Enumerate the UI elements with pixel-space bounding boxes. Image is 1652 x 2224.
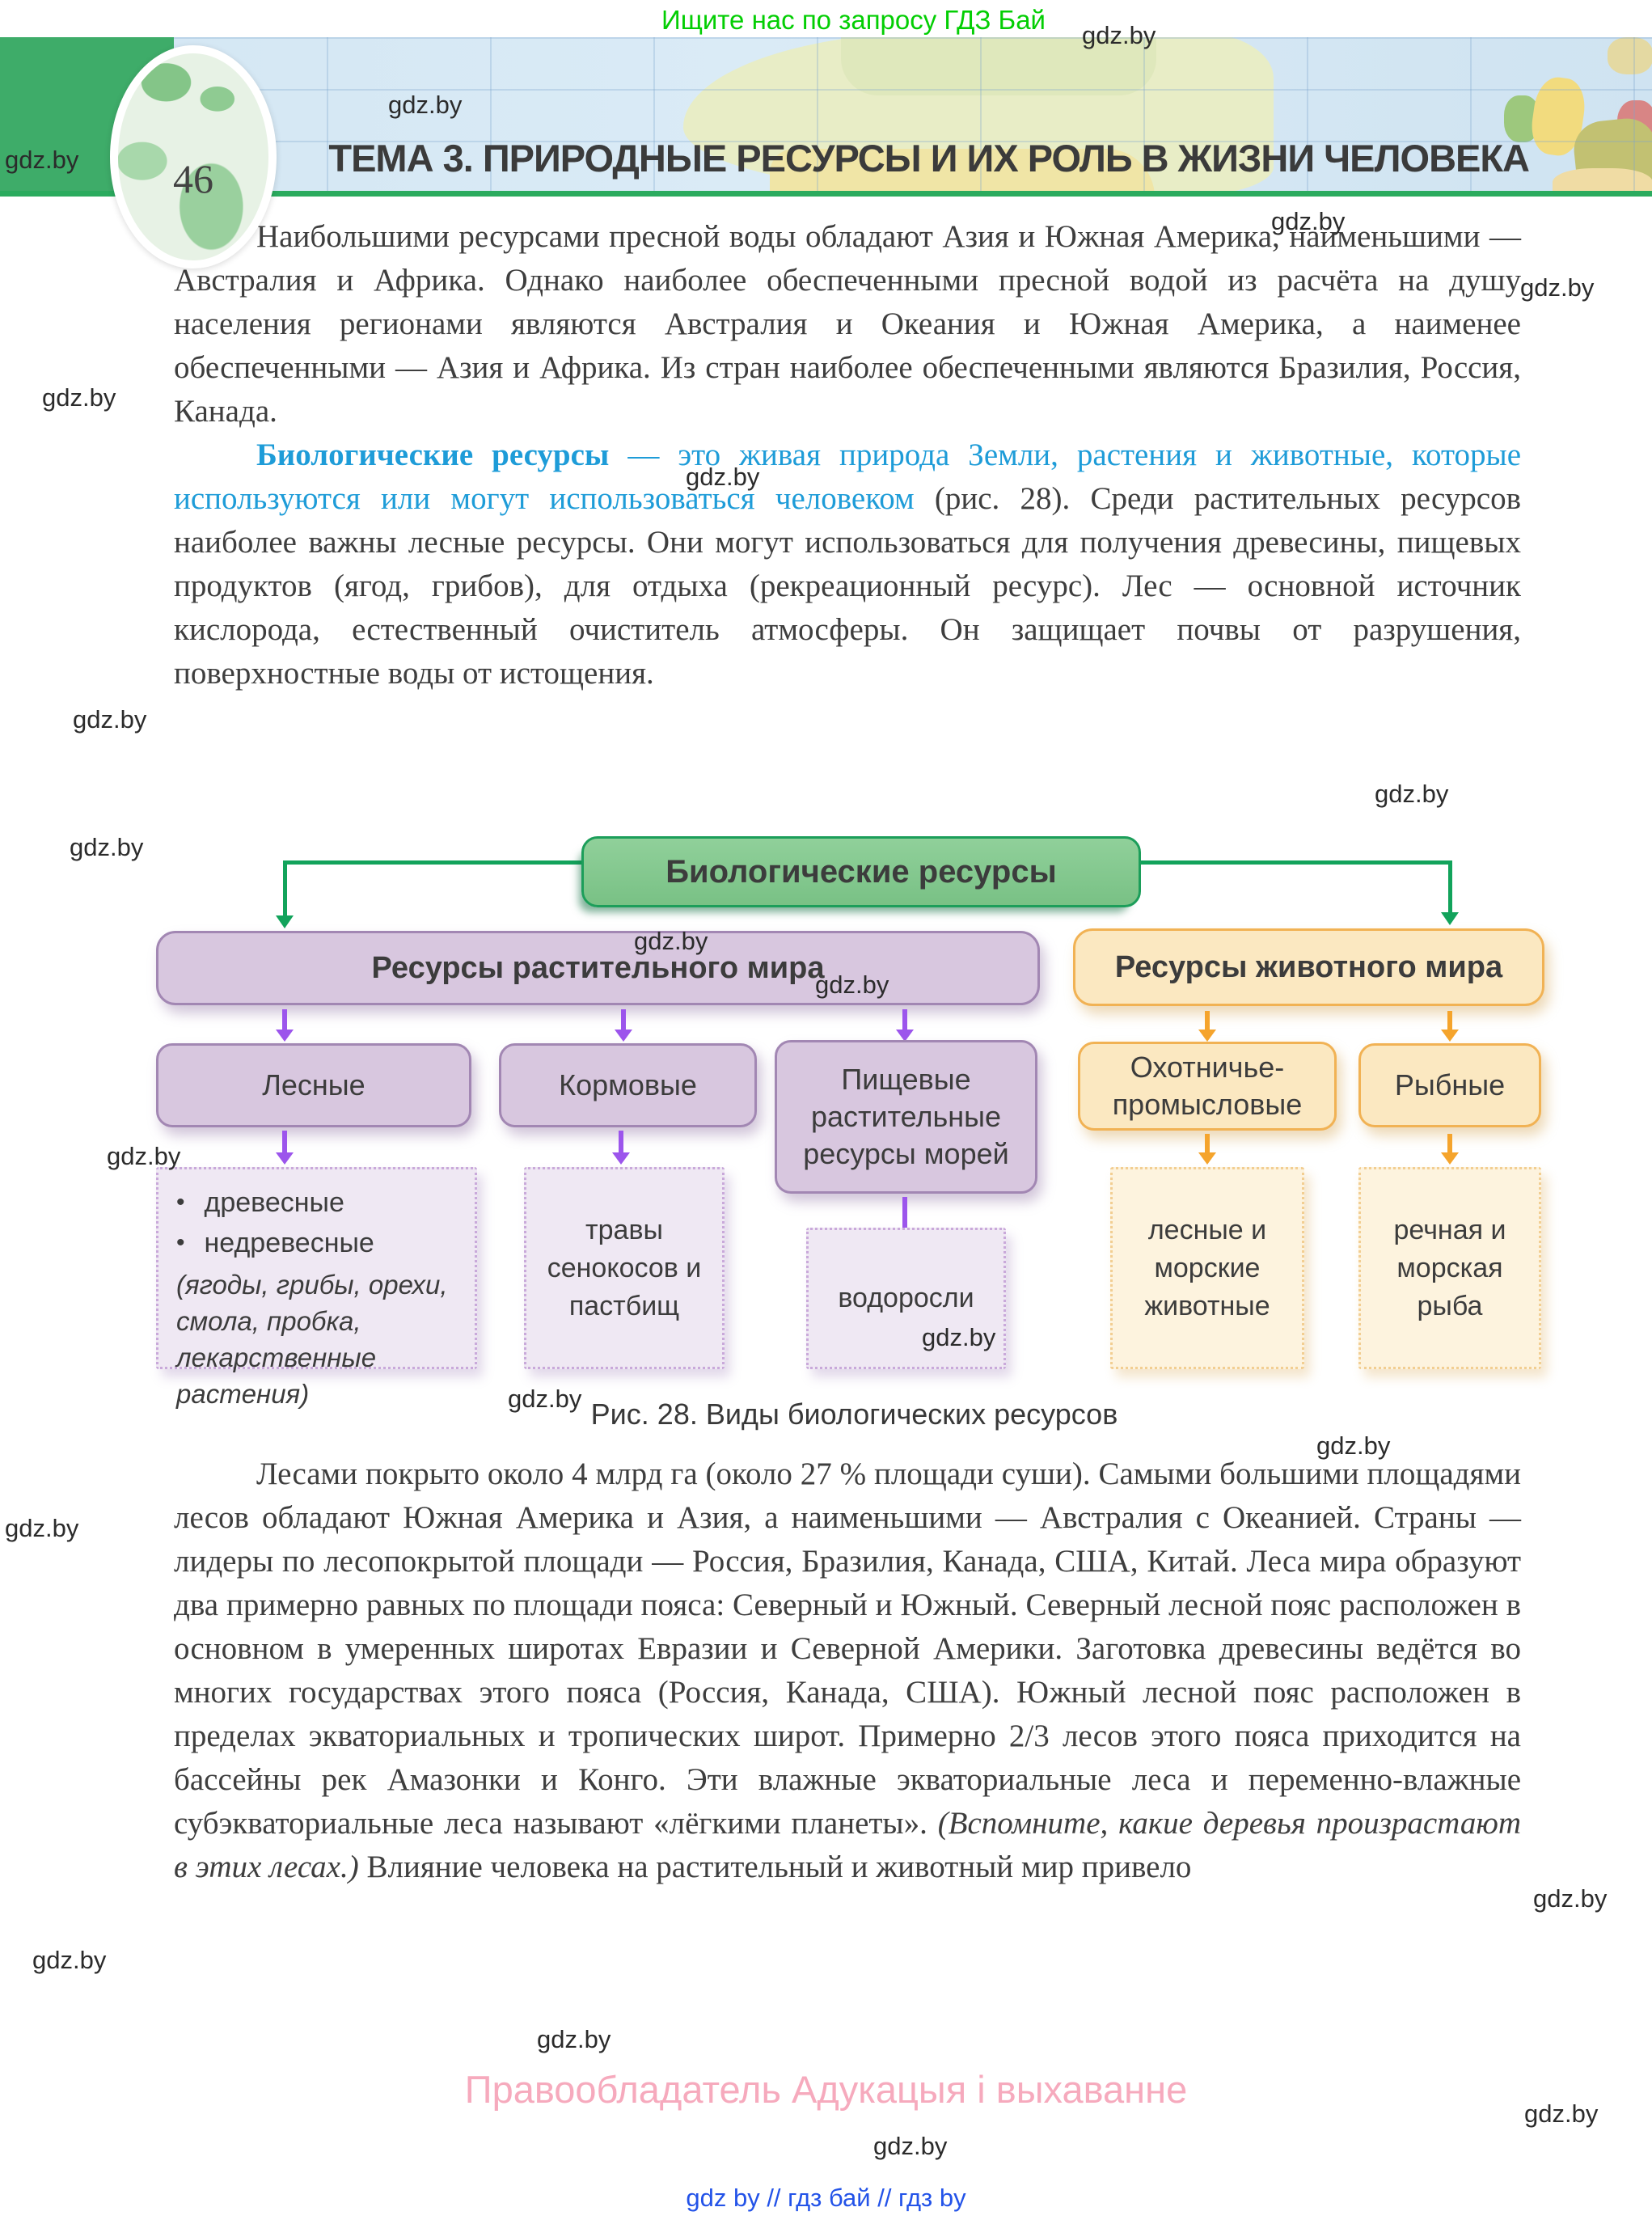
list-item: • древесные bbox=[176, 1182, 463, 1223]
arrow-down-icon bbox=[276, 915, 294, 928]
diagram-hunting-detail-box: лесные и морские животные bbox=[1110, 1167, 1304, 1369]
copyright-line: Правообладатель Адукацыя і выхаванне bbox=[464, 2068, 1188, 2111]
diagram-fish-detail-box: речная и морская рыба bbox=[1358, 1167, 1541, 1369]
diagram-root-box: Биологические ресурсы bbox=[581, 836, 1141, 907]
gdzby-watermark: gdz.by bbox=[1524, 2099, 1599, 2128]
arrow-down-icon bbox=[276, 1009, 294, 1042]
connector-line bbox=[283, 860, 287, 917]
gdzby-watermark: gdz.by bbox=[107, 1142, 181, 1170]
arrow-down-icon bbox=[1198, 1134, 1216, 1165]
diagram-fish-box: Рыбные bbox=[1358, 1043, 1541, 1127]
gdzby-watermark: gdz.by bbox=[686, 463, 760, 491]
gdzby-watermark: gdz.by bbox=[388, 91, 463, 119]
arrow-down-icon bbox=[1441, 912, 1459, 925]
diagram-root-label: Биологические ресурсы bbox=[665, 853, 1057, 890]
connector-line bbox=[285, 860, 584, 865]
sea-detail-label: водоросли bbox=[838, 1283, 974, 1313]
page-number: 46 bbox=[173, 156, 213, 201]
footer-links[interactable]: gdz by // гдз бай // гдз by bbox=[686, 2184, 966, 2212]
text-segment-normal: (рис. 28). Среди растительных ресурсов н… bbox=[174, 481, 1521, 691]
text-segment-normal: Лесами покрыто около 4 млрд га (около 27… bbox=[174, 1457, 1521, 1841]
gdzby-watermark: gdz.by bbox=[1316, 1431, 1391, 1460]
gdzby-watermark: gdz.by bbox=[1520, 273, 1595, 302]
text-segment-normal: Влияние человека на растительный и живот… bbox=[358, 1850, 1192, 1884]
gdzby-watermark: gdz.by bbox=[634, 927, 708, 955]
diagram-forest-box: Лесные bbox=[156, 1043, 471, 1127]
map-region bbox=[1608, 37, 1652, 74]
gdzby-watermark: gdz.by bbox=[873, 2132, 948, 2160]
chapter-title: ТЕМА 3. ПРИРОДНЫЕ РЕСУРСЫ И ИХ РОЛЬ В ЖИ… bbox=[328, 137, 1530, 180]
fodder-detail-label: травы сенокосов и пастбищ bbox=[547, 1214, 702, 1321]
arrow-down-icon bbox=[1198, 1011, 1216, 1042]
page-header: ТЕМА 3. ПРИРОДНЫЕ РЕСУРСЫ И ИХ РОЛЬ В ЖИ… bbox=[0, 37, 1652, 192]
gdzby-watermark: gdz.by bbox=[1082, 21, 1156, 49]
gdzby-watermark: gdz.by bbox=[1271, 207, 1346, 235]
gdzby-watermark: gdz.by bbox=[70, 833, 144, 861]
body-text-upper: Наибольшими ресурсами пресной воды облад… bbox=[174, 215, 1521, 696]
paragraph-bio-definition: Биологические ресурсы — это живая природ… bbox=[174, 433, 1521, 696]
list-item-label: древесные bbox=[204, 1187, 344, 1218]
map-landmass bbox=[770, 149, 1155, 192]
diagram-sea-plants-label: Пищевые растительные ресурсы морей bbox=[803, 1063, 1009, 1170]
diagram-forest-products-box: • древесные • недревесные (ягоды, грибы,… bbox=[156, 1167, 477, 1409]
gdzby-watermark: gdz.by bbox=[5, 146, 79, 174]
arrow-down-icon bbox=[896, 1009, 914, 1042]
list-note: (ягоды, грибы, орехи, смола, пробка, лек… bbox=[176, 1270, 448, 1409]
arrow-down-icon bbox=[612, 1131, 630, 1165]
gdzby-watermark: gdz.by bbox=[1375, 780, 1449, 808]
diagram-animal-branch-label: Ресурсы животного мира bbox=[1114, 949, 1503, 984]
diagram-fodder-detail-box: травы сенокосов и пастбищ bbox=[524, 1167, 725, 1369]
paragraph-freshwater: Наибольшими ресурсами пресной воды облад… bbox=[174, 215, 1521, 433]
diagram-animal-branch-box: Ресурсы животного мира bbox=[1073, 928, 1544, 1006]
diagram-sea-plants-box: Пищевые растительные ресурсы морей bbox=[775, 1040, 1037, 1194]
text-segment-italic: (Вспомните, какие деревья произрастают в… bbox=[174, 1806, 1521, 1884]
diagram-fodder-label: Кормовые bbox=[559, 1068, 697, 1101]
map-landmass bbox=[841, 37, 1156, 95]
forest-products-list: • древесные • недревесные (ягоды, грибы,… bbox=[176, 1182, 463, 1412]
bullet-icon: • bbox=[176, 1189, 185, 1216]
diagram-hunting-label: Охотничье-промысловые bbox=[1112, 1051, 1303, 1121]
body-text-lower: Лесами покрыто около 4 млрд га (около 27… bbox=[174, 1452, 1521, 1889]
figure-caption: Рис. 28. Виды биологических ресурсов bbox=[590, 1397, 1118, 1431]
diagram-fish-label: Рыбные bbox=[1394, 1068, 1506, 1101]
text-segment-normal: Наибольшими ресурсами пресной воды облад… bbox=[174, 219, 1521, 429]
diagram-fodder-box: Кормовые bbox=[499, 1043, 757, 1127]
list-item: • недревесные bbox=[176, 1223, 463, 1263]
paragraph-forest-belts: Лесами покрыто около 4 млрд га (около 27… bbox=[174, 1452, 1521, 1889]
diagram-sea-detail-box: водоросли bbox=[806, 1228, 1006, 1369]
arrow-down-icon bbox=[1441, 1134, 1459, 1165]
gdzby-watermark: gdz.by bbox=[5, 1514, 79, 1542]
bullet-icon: • bbox=[176, 1229, 185, 1256]
diagram-plant-branch-box: Ресурсы растительного мира bbox=[156, 931, 1040, 1005]
diagram-plant-branch-label: Ресурсы растительного мира bbox=[371, 950, 825, 985]
gdzby-watermark: gdz.by bbox=[42, 383, 116, 412]
gdzby-watermark: gdz.by bbox=[815, 970, 889, 999]
connector-line bbox=[1448, 860, 1452, 914]
fish-detail-label: речная и морская рыба bbox=[1393, 1214, 1506, 1321]
gdzby-watermark: gdz.by bbox=[922, 1323, 996, 1351]
promo-banner: Ищите нас по запросу ГДЗ Бай bbox=[661, 5, 1046, 35]
list-item-label: недревесные bbox=[204, 1228, 374, 1258]
gdzby-watermark: gdz.by bbox=[537, 2025, 611, 2053]
hunting-detail-label: лесные и морские животные bbox=[1144, 1214, 1270, 1321]
map-region bbox=[1553, 168, 1652, 192]
text-segment-definition: — это живая природа Земли, растения и жи… bbox=[174, 438, 1521, 516]
gdzby-watermark: gdz.by bbox=[508, 1385, 582, 1413]
arrow-down-icon bbox=[615, 1009, 632, 1042]
diagram-forest-label: Лесные bbox=[262, 1068, 365, 1101]
header-underline bbox=[0, 191, 1652, 197]
text-segment-term: Биологические ресурсы bbox=[256, 438, 610, 472]
connector-line bbox=[1139, 860, 1451, 865]
gdzby-watermark: gdz.by bbox=[1533, 1884, 1608, 1913]
gdzby-watermark: gdz.by bbox=[73, 705, 147, 734]
gdzby-watermark: gdz.by bbox=[32, 1946, 107, 1974]
globe-icon: 46 bbox=[110, 45, 277, 268]
diagram-hunting-box: Охотничье-промысловые bbox=[1078, 1042, 1337, 1131]
arrow-down-icon bbox=[1441, 1011, 1459, 1042]
arrow-down-icon bbox=[276, 1131, 294, 1165]
